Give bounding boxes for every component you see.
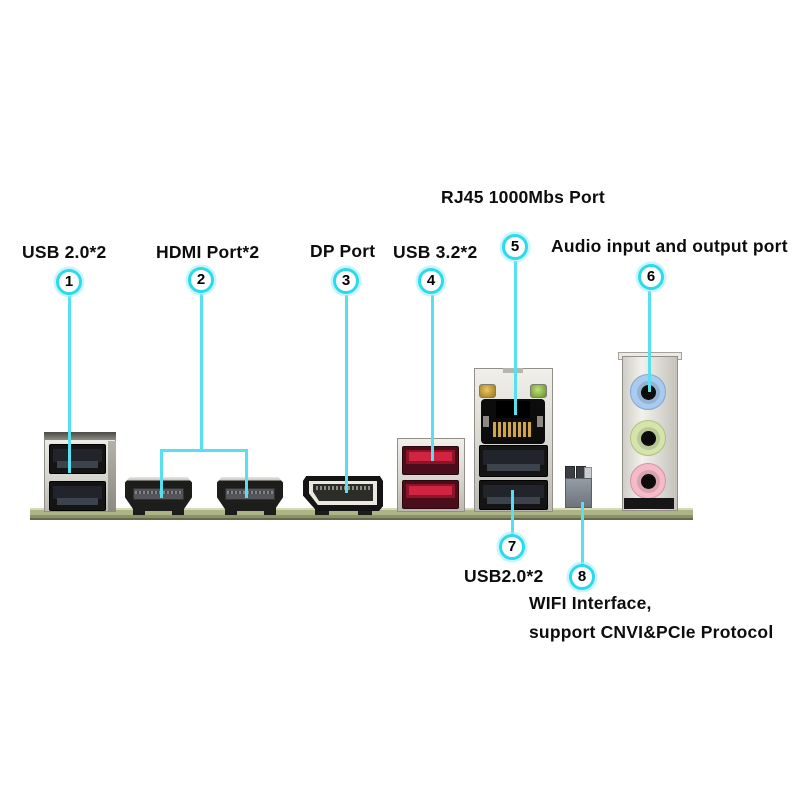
callout-line-8 — [581, 502, 584, 565]
label-usb32x2: USB 3.2*2 — [393, 242, 478, 262]
callout-circle-1: 1 — [56, 269, 82, 295]
hdmi-port-1 — [125, 477, 192, 511]
callout-circle-5: 5 — [502, 234, 528, 260]
callout-line-2 — [200, 294, 203, 452]
displayport-port — [303, 476, 383, 511]
audio-jack-line-out — [630, 420, 666, 456]
callout-line-5 — [514, 261, 517, 415]
label-audio-ports: Audio input and output port — [551, 236, 788, 256]
callout-circle-4: 4 — [418, 268, 444, 294]
callout-circle-6: 6 — [638, 264, 664, 290]
audio-jack-mic — [630, 463, 666, 499]
hdmi-foot — [172, 508, 184, 515]
wifi-module-body — [565, 478, 592, 508]
label-usb20x2-bottom: USB2.0*2 — [464, 566, 544, 586]
label-usb20x2: USB 2.0*2 — [22, 242, 107, 262]
wifi-antenna-connector — [565, 466, 592, 508]
rj45-led-amber — [479, 384, 496, 398]
label-hdmi-portx2: HDMI Port*2 — [156, 242, 260, 262]
callout-line-7 — [511, 490, 514, 535]
callout-circle-7: 7 — [499, 534, 525, 560]
callout-line-6 — [648, 291, 651, 392]
usb2-lower-port-1 — [479, 445, 548, 477]
usb2-port-bottom — [49, 481, 106, 511]
callout-line-2-branch — [160, 449, 248, 452]
usb32-port-bottom — [402, 480, 459, 509]
dp-foot — [315, 508, 329, 515]
callout-line-2-left — [160, 449, 163, 498]
callout-line-2-right — [245, 449, 248, 498]
hdmi-slot — [133, 488, 184, 500]
usb2-stack-top-cap — [44, 432, 116, 440]
callout-circle-8: 8 — [569, 564, 595, 590]
dp-slot — [313, 484, 373, 501]
rj45-led-green — [530, 384, 547, 398]
usb2-stack-side-face — [108, 441, 116, 512]
label-rj45-port: RJ45 1000Mbs Port — [441, 187, 605, 207]
rj45-port — [481, 399, 545, 444]
rj45-usb-block — [474, 368, 553, 512]
label-dp-port: DP Port — [310, 241, 376, 261]
hdmi-port-2 — [217, 477, 283, 511]
callout-line-4 — [431, 295, 434, 461]
callout-circle-3: 3 — [333, 268, 359, 294]
label-wifi-interface-line1: WIFI Interface, — [529, 593, 652, 613]
usb32-port-stack — [397, 438, 465, 512]
hdmi-foot — [225, 508, 237, 515]
usb2-port-top — [49, 444, 106, 474]
label-wifi-interface-line2: support CNVI&PCIe Protocol — [529, 622, 774, 642]
callout-line-1 — [68, 296, 71, 473]
dp-inner-frame — [309, 481, 377, 505]
dp-foot — [358, 508, 372, 515]
audio-block-base — [624, 498, 674, 509]
hdmi-slot — [225, 488, 275, 500]
usb32-port-top — [402, 446, 459, 475]
hdmi-foot — [264, 508, 276, 515]
rj45-top-notch — [503, 368, 523, 373]
usb2-port-stack — [44, 432, 116, 512]
callout-line-3 — [345, 295, 348, 493]
callout-circle-2: 2 — [188, 267, 214, 293]
hdmi-foot — [133, 508, 145, 515]
